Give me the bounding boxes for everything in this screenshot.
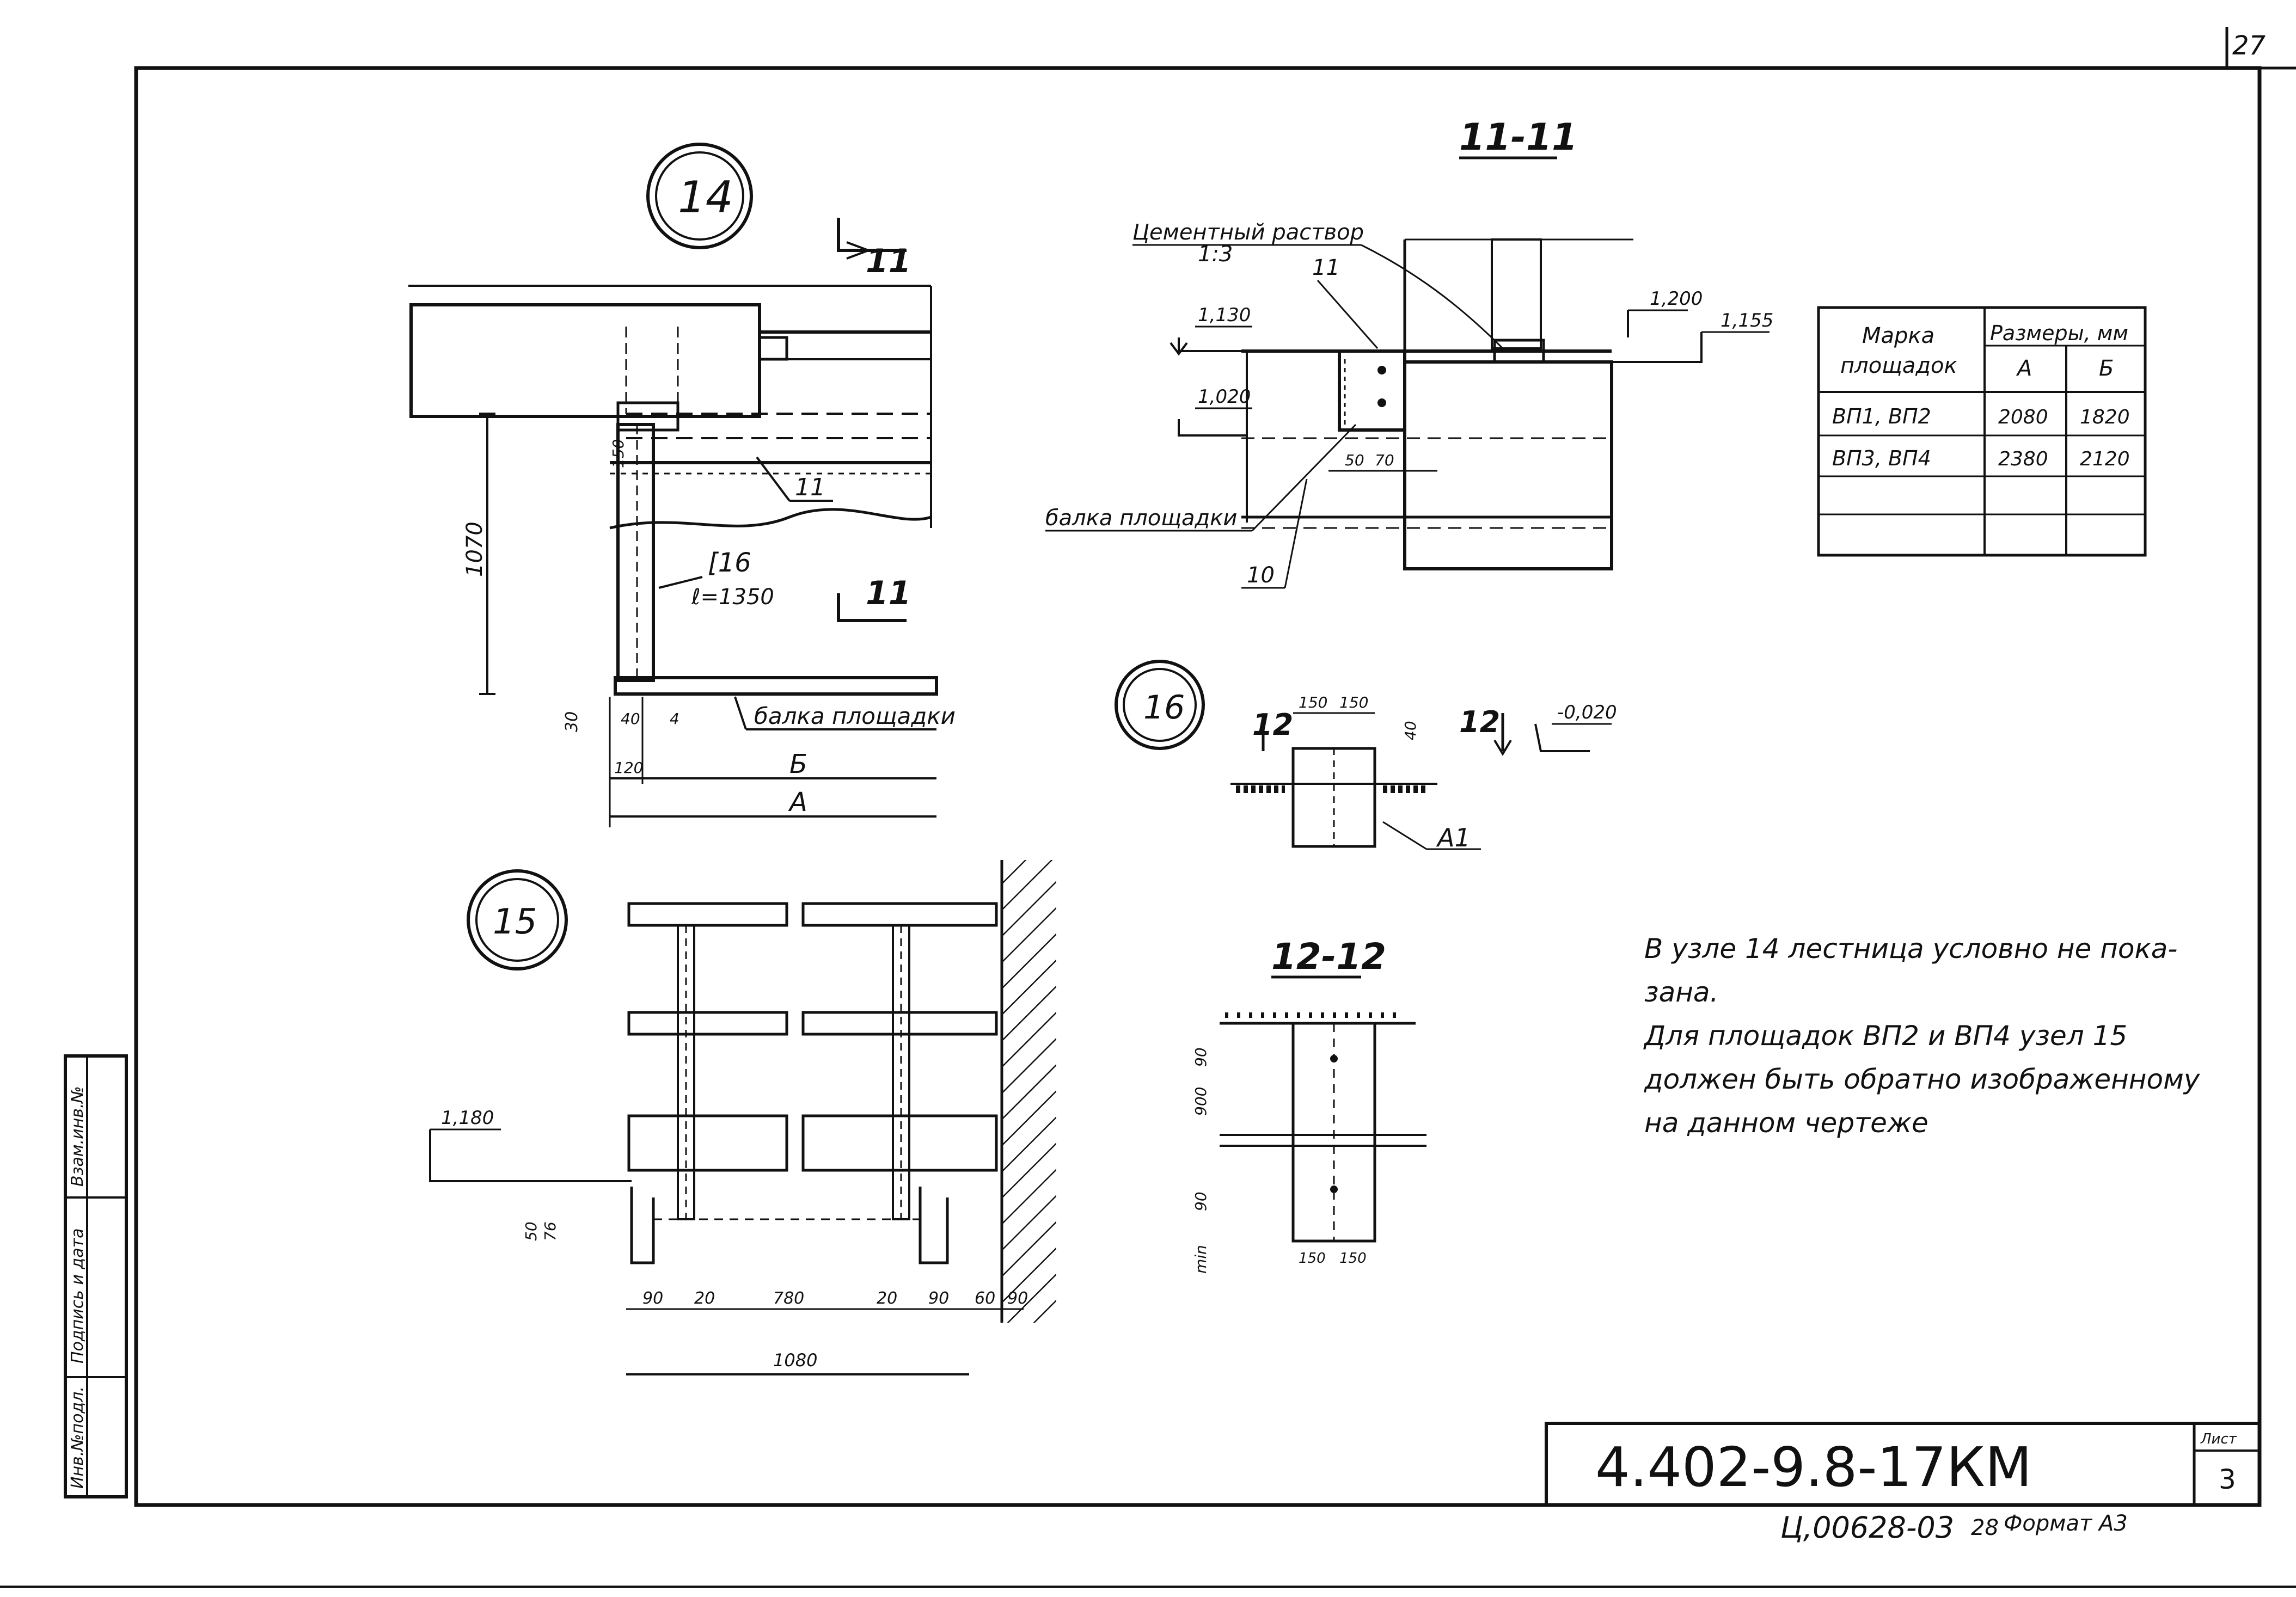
- svg-text:11: 11: [795, 474, 825, 501]
- node-16-marker: [1115, 660, 1205, 750]
- section-11-title: 11-11: [1459, 116, 1577, 159]
- note-line-5: на данном чертеже: [1644, 1107, 1928, 1139]
- table-row-mark: ВП1, ВП2: [1832, 404, 1931, 428]
- format-label: Формат А3: [2004, 1511, 2128, 1536]
- stamp-vzam-inv: Взам.инв.№: [68, 1086, 87, 1187]
- note-line-1: В узле 14 лестница условно не пока-: [1644, 933, 2177, 965]
- svg-text:12: 12: [1459, 705, 1500, 739]
- svg-text:10: 10: [1247, 563, 1275, 588]
- svg-text:50: 50: [522, 1221, 540, 1241]
- notes: В узле 14 лестница условно не пока- зана…: [1643, 933, 2201, 1139]
- copy-number: 28: [1971, 1515, 1999, 1540]
- svg-text:30: 30: [562, 711, 581, 732]
- level-1155: 1,155: [1721, 310, 1773, 331]
- svg-text:90: 90: [928, 1289, 949, 1308]
- note-line-4: должен быть обратно изображенному: [1644, 1064, 2201, 1095]
- svg-text:150: 150: [1299, 1250, 1326, 1267]
- svg-text:780: 780: [773, 1289, 804, 1308]
- list-number: 3: [2219, 1464, 2236, 1495]
- table-header-mark-2: площадок: [1840, 353, 1957, 378]
- svg-text:50: 50: [1345, 451, 1364, 469]
- sheet-number: 27: [2232, 30, 2266, 61]
- inventory-number: Ц,00628-03: [1780, 1510, 1954, 1545]
- svg-text:90: 90: [642, 1289, 663, 1308]
- svg-text:20: 20: [694, 1289, 715, 1308]
- level-1020: 1,020: [1198, 386, 1251, 408]
- anchor-label: А1: [1436, 823, 1471, 852]
- note-line-3: Для площадок ВП2 и ВП4 узел 15: [1643, 1020, 2127, 1052]
- beam-label: балка площадки: [754, 703, 956, 729]
- node-15: 15 1,180 50 76 90 20 780 20 90 60 90: [429, 860, 1056, 1375]
- node-16: 16 12 12 150 150 40 -0,020 А1: [1115, 660, 1617, 852]
- node-14-marker: [646, 143, 753, 249]
- list-label: Лист: [2200, 1431, 2237, 1447]
- doc-code: 4.402-9.8-17КМ: [1595, 1435, 2032, 1499]
- table-row-B: 2120: [2080, 448, 2130, 470]
- dim-A: А: [788, 787, 807, 818]
- node-15-marker: [467, 869, 568, 971]
- table-row-mark: ВП3, ВП4: [1832, 446, 1931, 470]
- svg-text:40: 40: [1401, 721, 1419, 740]
- svg-text:60: 60: [975, 1289, 995, 1308]
- svg-text:76: 76: [541, 1221, 559, 1241]
- table-row-B: 1820: [2080, 406, 2130, 428]
- section-11-wall: [1403, 360, 1613, 570]
- platform-table: Марка площадок Размеры, мм А Б ВП1, ВП2 …: [1817, 306, 2147, 557]
- svg-text:12: 12: [1252, 708, 1293, 742]
- level-1200: 1,200: [1650, 288, 1703, 310]
- svg-text:150: 150: [1299, 693, 1327, 711]
- svg-text:15: 15: [493, 902, 537, 942]
- table-col-B: Б: [2099, 356, 2114, 381]
- node-14: 14 11 11 11 [16 ℓ=1350: [408, 143, 956, 827]
- svg-text:120: 120: [614, 759, 643, 777]
- svg-text:14: 14: [678, 172, 733, 223]
- svg-text:20: 20: [877, 1289, 897, 1308]
- channel-label: [16: [708, 548, 751, 578]
- svg-text:150: 150: [1339, 693, 1368, 711]
- channel-length: ℓ=1350: [691, 585, 774, 610]
- node-15-level: 1,180: [441, 1107, 494, 1129]
- cut-11-top: 11: [866, 242, 911, 280]
- svg-text:90: 90: [1192, 1047, 1210, 1067]
- section-12-12: 12-12 90 900 90 min 150 150: [1192, 936, 1426, 1274]
- svg-text:min: min: [1192, 1245, 1210, 1274]
- stamp-signature-date: Подпись и дата: [68, 1229, 87, 1364]
- table-row-A: 2080: [1998, 406, 2048, 428]
- svg-text:150: 150: [1339, 1250, 1367, 1267]
- mortar-label: Цементный раствор: [1132, 220, 1364, 245]
- node-14-concrete: [409, 303, 761, 418]
- title-block: 4.402-9.8-17КМ Лист 3 Ц,00628-03 28 Форм…: [1545, 1422, 2261, 1545]
- svg-text:1070: 1070: [462, 521, 487, 577]
- section-11-11: 11-11 Цементный раствор 1:3 11 1,130 1,0: [1045, 116, 1773, 589]
- table-header-sizes: Размеры, мм: [1990, 321, 2128, 345]
- svg-text:4: 4: [670, 710, 679, 728]
- sheet-frame: 27: [0, 27, 2296, 1588]
- table-header-mark-1: Марка: [1862, 323, 1934, 348]
- table-row-A: 2380: [1998, 448, 2048, 470]
- node-16-level: -0,020: [1557, 702, 1617, 723]
- svg-text:1080: 1080: [773, 1350, 817, 1371]
- svg-text:16: 16: [1143, 689, 1185, 727]
- svg-text:90: 90: [1007, 1289, 1028, 1308]
- svg-text:40: 40: [621, 710, 640, 728]
- mortar-ratio: 1:3: [1198, 242, 1233, 267]
- table-col-A: А: [2016, 356, 2032, 381]
- side-stamp: Взам.инв.№ Подпись и дата Инв.№подл.: [64, 1054, 128, 1498]
- svg-text:150: 150: [609, 439, 627, 468]
- svg-text:11: 11: [1312, 255, 1340, 280]
- svg-text:70: 70: [1375, 451, 1394, 469]
- svg-text:900: 900: [1192, 1087, 1210, 1116]
- stamp-inv-podl: Инв.№подл.: [68, 1386, 87, 1489]
- level-1130: 1,130: [1198, 304, 1251, 326]
- dim-B: Б: [789, 749, 807, 779]
- section-beam-label: балка площадки: [1045, 506, 1237, 531]
- section-12-title: 12-12: [1271, 936, 1386, 978]
- svg-text:90: 90: [1192, 1191, 1210, 1211]
- note-line-2: зана.: [1644, 976, 1718, 1008]
- cut-11-bottom: 11: [866, 574, 911, 612]
